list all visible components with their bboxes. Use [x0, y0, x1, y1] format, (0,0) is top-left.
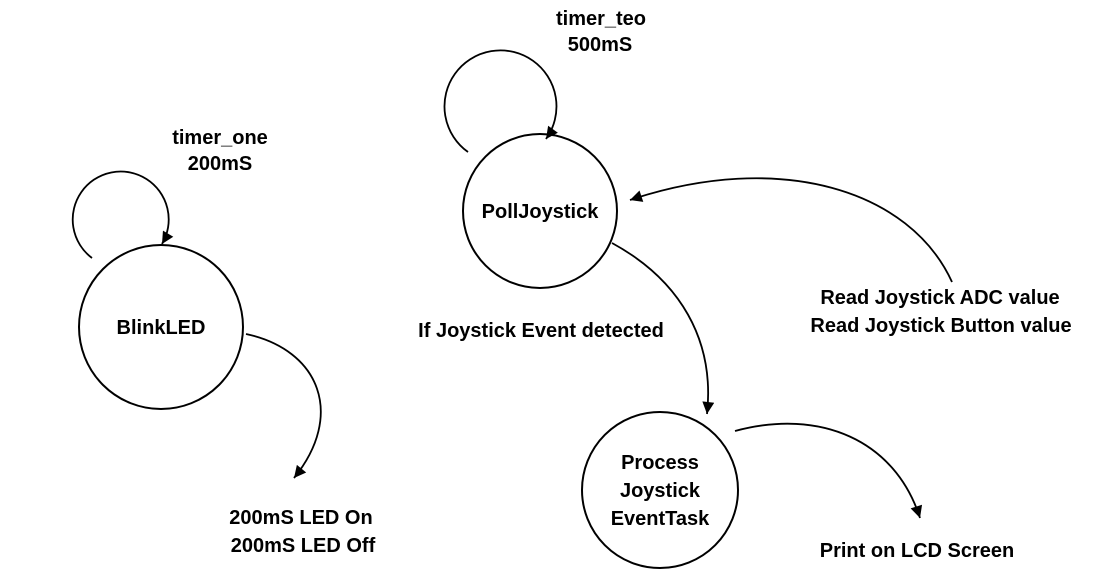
- blink-output-line1: 200mS LED On: [229, 507, 372, 529]
- process-label-line1: Process: [621, 452, 699, 474]
- timer-teo-label-line2: 500mS: [568, 34, 633, 56]
- self-loop-timer-teo-arrow: [443, 49, 558, 153]
- joystick-event-condition-label: If Joystick Event detected: [418, 320, 664, 342]
- blink-output-line2: 200mS LED Off: [231, 535, 376, 557]
- process-label-line3: EventTask: [611, 508, 710, 530]
- joystick-read-line1: Read Joystick ADC value: [820, 287, 1059, 309]
- timer-one-label-line1: timer_one: [172, 127, 268, 149]
- arrow-blinkled-to-led-output: [245, 333, 322, 479]
- process-label-line2: Joystick: [620, 480, 701, 502]
- lcd-output-label: Print on LCD Screen: [820, 540, 1014, 562]
- arrow-process-to-lcd-output: [734, 422, 923, 519]
- self-loop-timer-one-arrow: [71, 170, 174, 259]
- state-process-joystick-circle: [581, 411, 739, 569]
- state-polljoystick-circle: [462, 133, 618, 289]
- joystick-read-line2: Read Joystick Button value: [810, 315, 1071, 337]
- polljoystick-label: PollJoystick: [482, 201, 600, 223]
- blinkled-label: BlinkLED: [117, 317, 206, 339]
- timer-one-label-line2: 200mS: [188, 153, 253, 175]
- arrow-polljoystick-to-process: [611, 242, 715, 415]
- arrow-joystick-read-to-polljoystick: [629, 177, 953, 283]
- state-blinkled-circle: [78, 244, 244, 410]
- timer-teo-label-line1: timer_teo: [556, 8, 646, 30]
